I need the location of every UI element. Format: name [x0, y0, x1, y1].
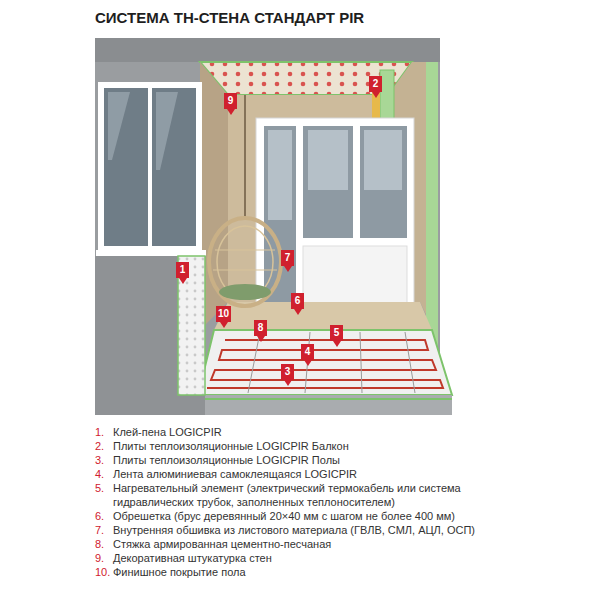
list-text: Нагревательный элемент (электрический те… [113, 482, 508, 509]
list-text: Обрешетка (брус деревянный 20×40 мм с ша… [113, 510, 508, 524]
list-number: 6. [95, 510, 104, 524]
callout-number: 4 [301, 344, 314, 360]
list-number: 10. [95, 566, 110, 580]
callout-number: 10 [216, 306, 231, 322]
list-number: 5. [95, 482, 104, 496]
title: СИСТЕМА ТН-СТЕНА СТАНДАРТ PIR [95, 9, 364, 26]
callout-number: 7 [281, 250, 294, 266]
list-number: 4. [95, 468, 104, 482]
list-text: Стяжка армированная цементно-песчаная [113, 538, 508, 552]
list-number: 3. [95, 454, 104, 468]
list-text: Плиты теплоизоляционные LOGICPIR Полы [113, 454, 508, 468]
list-number: 8. [95, 538, 104, 552]
callout-number: 3 [281, 364, 294, 380]
list-text: Клей-пена LOGICPIR [113, 426, 508, 440]
list-text: Лента алюминиевая самоклеящаяся LOGICPIR [113, 468, 508, 482]
list-text: Декоративная штукатурка стен [113, 552, 508, 566]
callout-number: 2 [369, 76, 382, 92]
callout-number: 6 [291, 293, 304, 309]
list-number: 1. [95, 426, 104, 440]
list-text: Финишное покрытие пола [113, 566, 508, 580]
callout-number: 8 [254, 320, 267, 336]
list-text: Плиты теплоизоляционные LOGICPIR Балкон [113, 440, 508, 454]
callout-number: 9 [224, 93, 237, 109]
list-number: 7. [95, 524, 104, 538]
list-number: 9. [95, 552, 104, 566]
callout-number: 5 [330, 325, 343, 341]
list-number: 2. [95, 440, 104, 454]
list-text: Внутренняя обшивка из листового материал… [113, 524, 508, 538]
callout-number: 1 [176, 262, 189, 278]
